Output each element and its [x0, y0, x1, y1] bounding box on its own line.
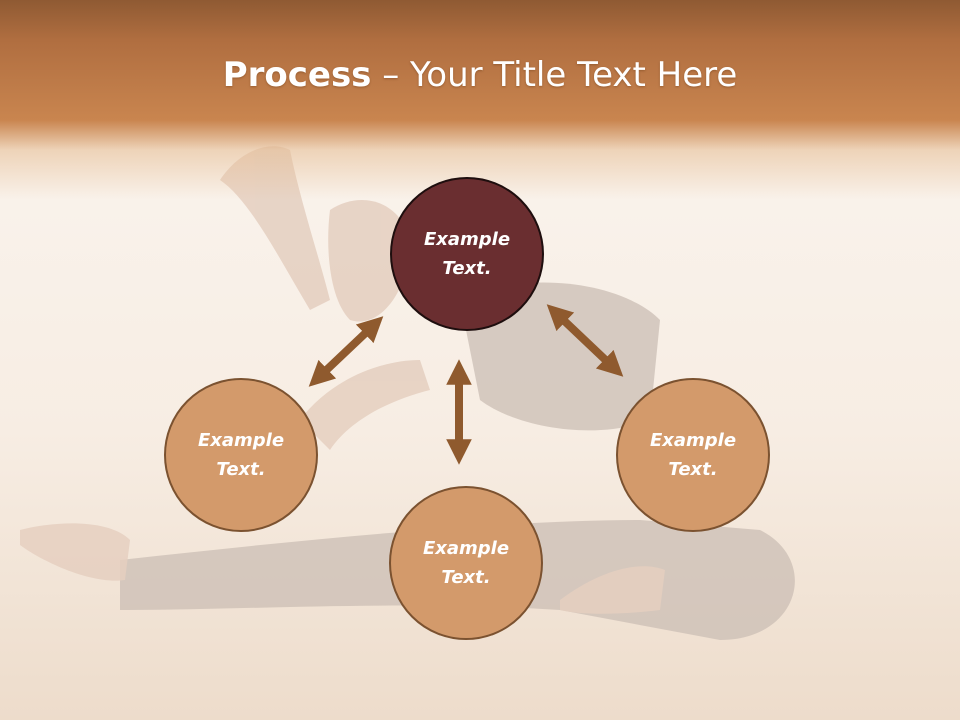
title-bold: Process: [222, 55, 372, 95]
node-top-line1: Example: [423, 229, 511, 250]
title-rest: – Your Title Text Here: [371, 55, 738, 95]
node-left-line2: Text.: [216, 459, 266, 480]
title-band: [0, 0, 960, 200]
node-bottom-line1: Example: [422, 538, 510, 559]
node-left-line1: Example: [197, 430, 285, 451]
node-top-line2: Text.: [442, 258, 492, 279]
node-bottom-line2: Text.: [441, 567, 491, 588]
node-right-line1: Example: [649, 430, 737, 451]
node-right-line2: Text.: [668, 459, 718, 480]
slide-title: Process – Your Title Text Here: [0, 52, 960, 98]
